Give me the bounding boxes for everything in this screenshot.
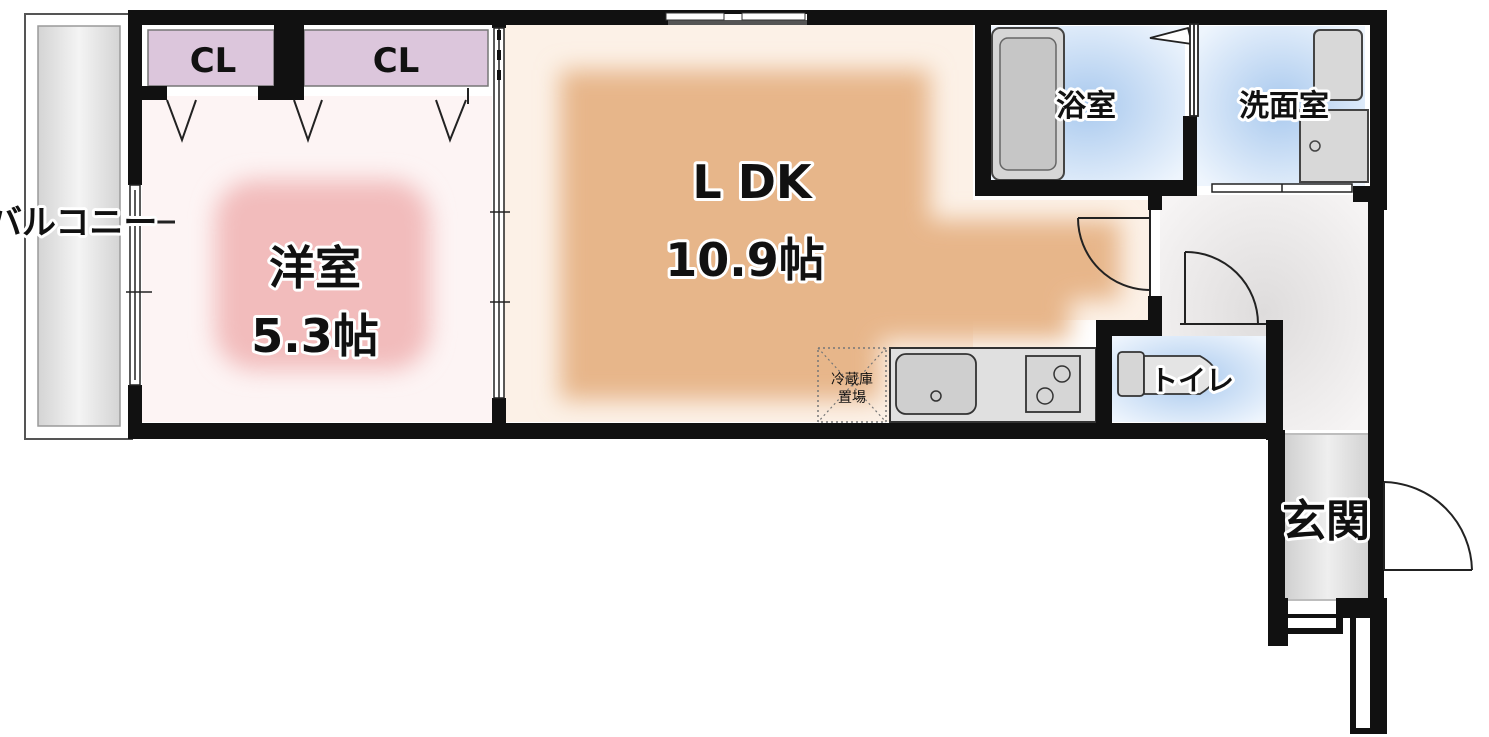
label-bathroom: 浴室 xyxy=(1056,89,1116,124)
label-toilet: トイレ xyxy=(1150,364,1234,397)
closets xyxy=(147,29,489,87)
entrance-floor xyxy=(1282,433,1374,601)
label-balcony: バルコニー xyxy=(0,203,157,243)
entrance-door[interactable] xyxy=(1383,481,1473,571)
balcony-area xyxy=(24,13,133,440)
label-western-room: 洋室 xyxy=(269,241,361,295)
ldk-window xyxy=(665,12,806,21)
label-cl-right: CL xyxy=(373,41,420,81)
label-fridge-line1: 冷蔵庫 xyxy=(831,371,873,388)
fridge-space xyxy=(817,347,887,423)
wash-basin xyxy=(1299,109,1369,183)
partition-dash xyxy=(497,30,501,80)
western-room-floor xyxy=(142,96,492,422)
bathroom-door[interactable] xyxy=(1149,23,1199,117)
sliding-partition xyxy=(490,27,510,399)
toilet-door[interactable] xyxy=(1180,250,1266,325)
ldk-door[interactable] xyxy=(1077,210,1151,296)
walls xyxy=(128,10,1387,734)
label-washroom: 洗面室 xyxy=(1239,89,1329,124)
wall-details xyxy=(1288,618,1370,728)
kitchen-counter xyxy=(889,347,1097,423)
label-fridge-line2: 置場 xyxy=(838,390,866,406)
washing-machine-space xyxy=(1313,29,1363,101)
toilet-bowl xyxy=(1117,351,1217,397)
bathtub xyxy=(991,27,1065,181)
label-entrance: 玄関 xyxy=(1282,496,1370,547)
label-western-room-size: 5.3帖 xyxy=(251,309,379,363)
closet-folding-doors xyxy=(166,88,469,144)
label-ldk-size: 10.9帖 xyxy=(665,233,825,287)
label-cl-left: CL xyxy=(190,41,237,81)
washroom-sliding-door[interactable] xyxy=(1211,183,1353,193)
label-ldk: L DK xyxy=(692,155,814,209)
